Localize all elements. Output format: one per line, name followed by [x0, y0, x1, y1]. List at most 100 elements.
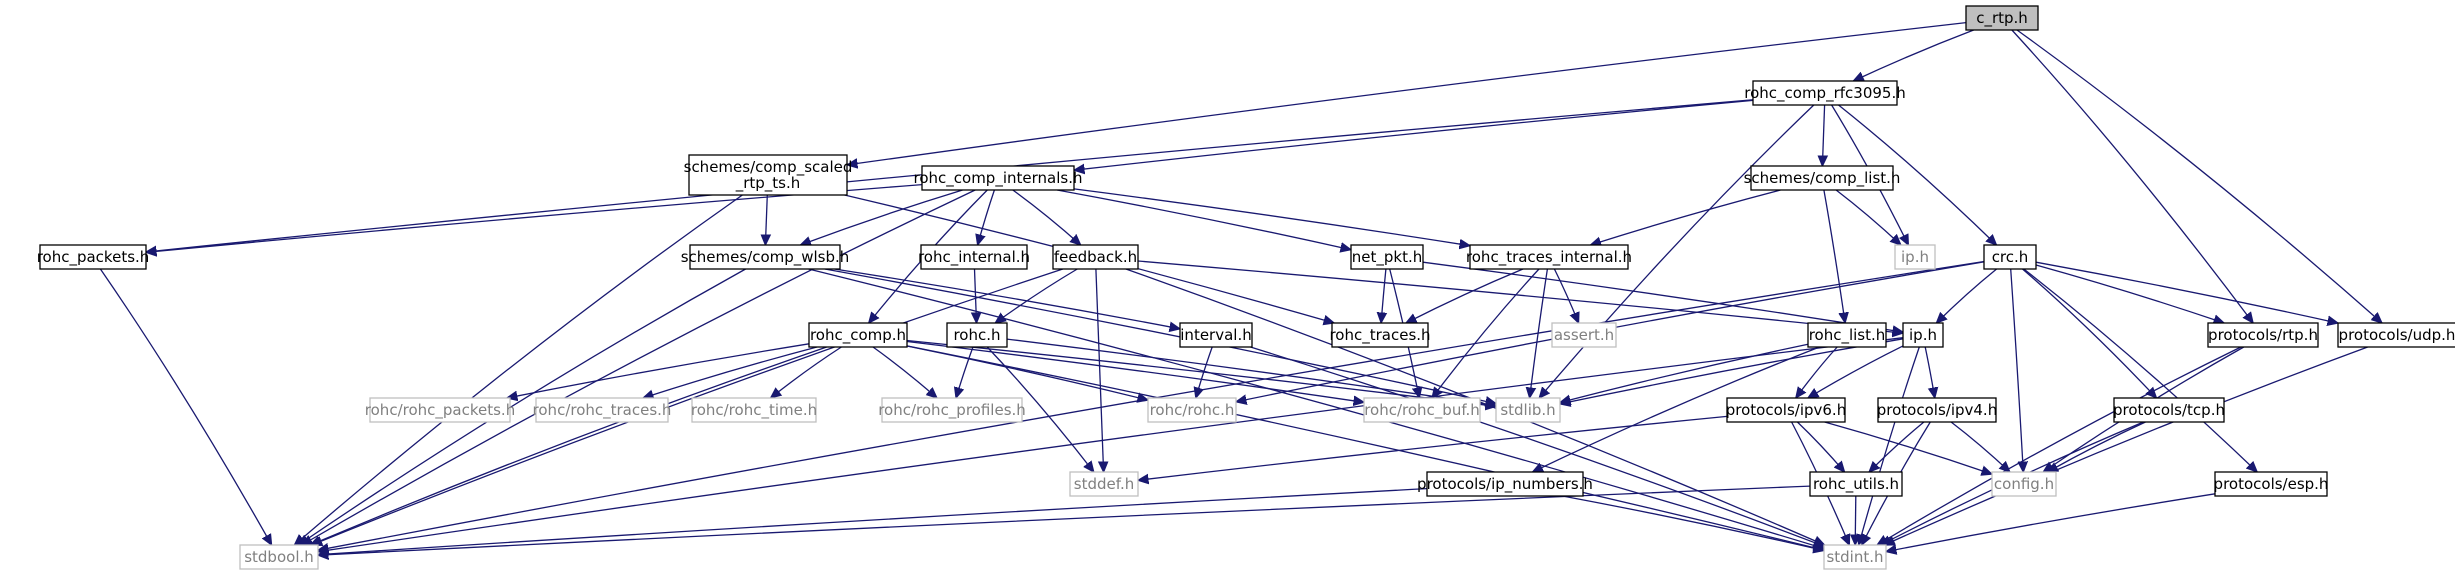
node-protocols-ip-numbers[interactable]: protocols/ip_numbers.h: [1417, 471, 1593, 497]
node-label: crc.h: [1992, 248, 2029, 266]
edge-net-pkt-to-rohc-traces: [1381, 268, 1386, 323]
node-box: [921, 165, 1075, 191]
node-rohc-traces[interactable]: rohc_traces.h: [1329, 322, 1431, 348]
node-box: [688, 154, 848, 196]
node-label: rohc_traces.h: [1329, 326, 1430, 345]
node-label: rohc_internal.h: [918, 248, 1030, 267]
node-rohc-packets[interactable]: rohc_packets.h: [37, 244, 150, 270]
node-label: ip.h: [1909, 326, 1937, 344]
node-rohc-comp-rfc3095[interactable]: rohc_comp_rfc3095.h: [1744, 80, 1906, 106]
edge-rohc-utils-to-stdint: [1855, 495, 1856, 545]
node-box: [1363, 397, 1481, 423]
node-assert: assert.h: [1551, 322, 1617, 348]
edge-rohc-comp-to-stdint: [906, 345, 1824, 550]
edge-ip-h-to-stdint: [1859, 346, 1920, 545]
node-rohc-traces-internal[interactable]: rohc_traces_internal.h: [1466, 244, 1632, 270]
edge-rohc-h-to-stddef: [986, 346, 1094, 472]
edge-rohc-comp-to-rohc-rohc-packets: [507, 343, 810, 398]
node-label: protocols/ip_numbers.h: [1417, 475, 1593, 494]
node-box: [1877, 397, 1997, 423]
node-stdint: stdint.h: [1823, 544, 1887, 570]
node-feedback[interactable]: feedback.h: [1052, 244, 1139, 270]
node-label: protocols/ipv4.h: [1877, 401, 1997, 419]
node-box: [1902, 322, 1944, 348]
edge-comp-list-to-rohc-list: [1823, 189, 1845, 323]
node-rohc-comp[interactable]: rohc_comp.h: [808, 322, 908, 348]
node-box: [1495, 397, 1561, 423]
node-box: [239, 544, 319, 570]
node-box: [1469, 244, 1629, 270]
node-label: protocols/udp.h: [2339, 326, 2455, 344]
node-rohc-rohc-profiles: rohc/rohc_profiles.h: [878, 397, 1026, 423]
node-box: [1894, 244, 1936, 270]
node-net-pkt[interactable]: net_pkt.h: [1350, 244, 1424, 270]
node-crc[interactable]: crc.h: [1983, 244, 2037, 270]
node-comp-scaled[interactable]: schemes/comp_scaled_rtp_ts.h: [684, 154, 853, 196]
node-protocols-esp[interactable]: protocols/esp.h: [2214, 471, 2329, 497]
node-config: config.h: [1991, 471, 2057, 497]
node-comp-list[interactable]: schemes/comp_list.h: [1744, 165, 1901, 191]
node-interval[interactable]: interval.h: [1179, 322, 1253, 348]
edge-crc-to-config: [2010, 268, 2024, 472]
node-label: protocols/tcp.h: [2113, 401, 2225, 419]
node-box: [1350, 244, 1424, 270]
edge-crc-to-protocols-esp: [2023, 268, 2257, 472]
edge-protocols-ipv6-to-stddef: [1138, 415, 1728, 480]
node-rohc-rohc-time: rohc/rohc_time.h: [691, 397, 817, 423]
node-stddef: stddef.h: [1069, 471, 1139, 497]
node-c-rtp[interactable]: c_rtp.h: [1965, 5, 2039, 31]
node-label: rohc_list.h: [1809, 326, 1886, 345]
node-label: c_rtp.h: [1976, 9, 2028, 28]
node-rohc-rohc-buf: rohc/rohc_buf.h: [1363, 397, 1481, 423]
edge-rohc-comp-internals-to-comp-wlsb: [800, 189, 963, 245]
node-comp-wlsb[interactable]: schemes/comp_wlsb.h: [681, 244, 850, 270]
node-rohc-utils[interactable]: rohc_utils.h: [1809, 471, 1903, 497]
node-label: stdint.h: [1826, 548, 1883, 566]
node-label: feedback.h: [1054, 248, 1137, 266]
edge-rohc-comp-to-rohc-rohc-time: [771, 346, 842, 398]
edge-rohc-comp-internals-to-net-pkt: [1056, 189, 1351, 250]
edge-c-rtp-to-comp-scaled: [847, 21, 1967, 165]
node-protocols-ipv4[interactable]: protocols/ipv4.h: [1877, 397, 1997, 423]
edge-comp-wlsb-to-interval: [834, 268, 1180, 329]
edge-protocols-ip-numbers-to-stdbool: [318, 487, 1428, 555]
edge-protocols-ipv4-to-config: [1950, 421, 2010, 472]
node-box: [1069, 471, 1139, 497]
node-box: [1965, 5, 2039, 31]
edge-rohc-h-to-stdlib: [1006, 338, 1496, 406]
edge-crc-to-ip-h: [1936, 268, 1998, 323]
node-protocols-ipv6[interactable]: protocols/ipv6.h: [1726, 397, 1846, 423]
node-box: [535, 397, 669, 423]
node-box: [1052, 244, 1139, 270]
node-label: rohc_comp_internals.h: [914, 169, 1083, 188]
node-rohc-comp-internals[interactable]: rohc_comp_internals.h: [914, 165, 1083, 191]
node-rohc-rohc-packets: rohc/rohc_packets.h: [365, 397, 515, 423]
node-protocols-rtp[interactable]: protocols/rtp.h: [2207, 322, 2319, 348]
node-rohc-h[interactable]: rohc.h: [946, 322, 1008, 348]
node-protocols-udp[interactable]: protocols/udp.h: [2337, 322, 2455, 348]
edge-rohc-comp-to-rohc-rohc-profiles: [872, 346, 937, 398]
node-label: rohc_comp_rfc3095.h: [1744, 84, 1905, 103]
edge-rohc-traces-internal-to-rohc-rohc-buf: [1432, 268, 1540, 398]
node-protocols-tcp[interactable]: protocols/tcp.h: [2113, 397, 2225, 423]
node-label: rohc/rohc_profiles.h: [878, 401, 1026, 420]
edge-rohc-comp-internals-to-rohc-traces-internal: [1073, 188, 1470, 246]
edge-protocols-ipv4-to-rohc-utils: [1869, 421, 1925, 472]
node-label: ip.h: [1901, 248, 1929, 266]
node-rohc-internal[interactable]: rohc_internal.h: [918, 244, 1030, 270]
node-box: [1726, 397, 1846, 423]
node-stdlib: stdlib.h: [1495, 397, 1561, 423]
node-rohc-list[interactable]: rohc_list.h: [1807, 322, 1887, 348]
edge-rohc-utils-to-stdbool: [318, 485, 1811, 555]
edge-rohc-comp-rfc3095-to-crc: [1838, 104, 1997, 245]
edge-crc-to-protocols-tcp: [2022, 268, 2157, 398]
node-box: [1752, 80, 1898, 106]
edge-comp-wlsb-to-stdbool: [298, 268, 746, 545]
node-ip-h[interactable]: ip.h: [1902, 322, 1944, 348]
edge-rohc-packets-to-stdbool: [99, 268, 271, 545]
node-label: assert.h: [1554, 326, 1614, 344]
node-box: [2207, 322, 2319, 348]
node-label: config.h: [1994, 475, 2054, 493]
node-label: stdbool.h: [244, 548, 314, 566]
